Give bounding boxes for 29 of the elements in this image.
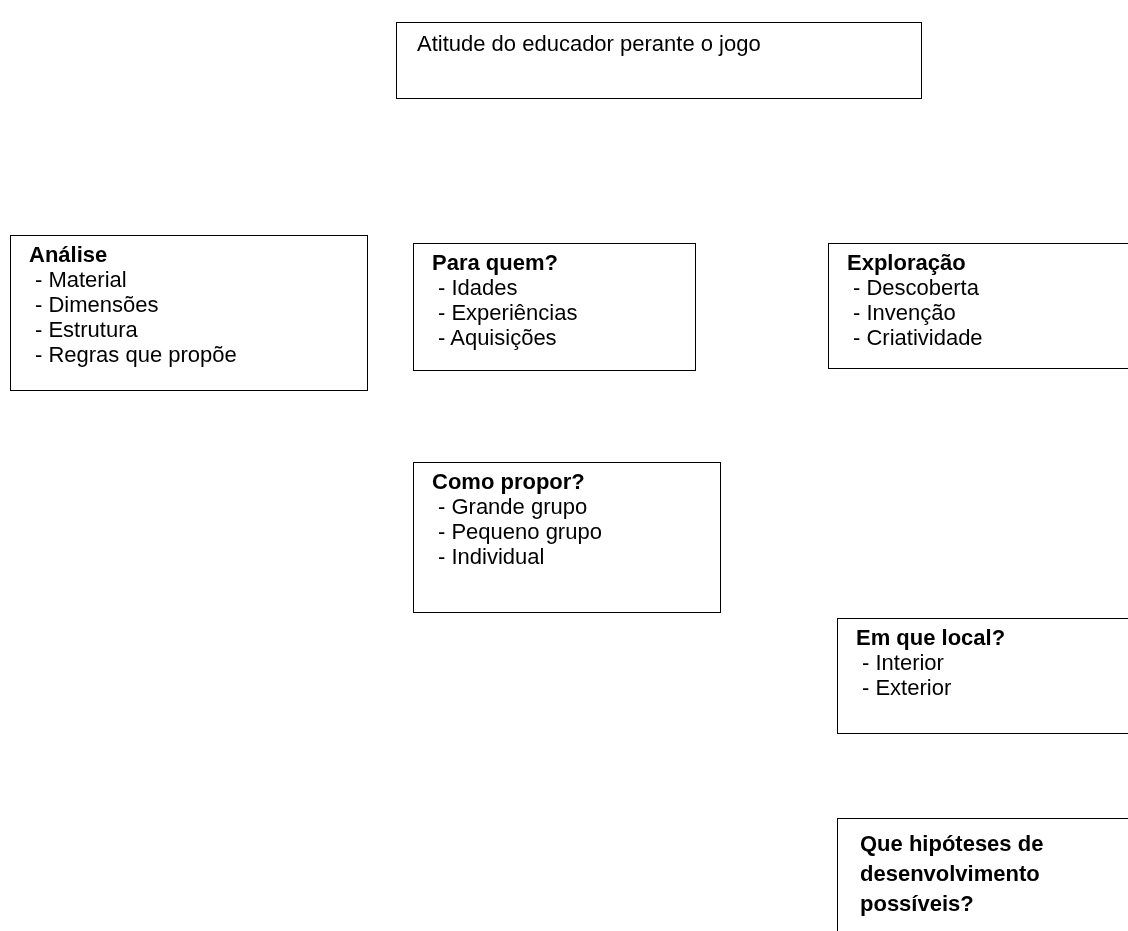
list-item: - Descoberta: [852, 275, 980, 300]
list-item: - Material: [34, 267, 128, 292]
list-item: - Idades: [437, 275, 519, 300]
box-heading: Como propor?: [432, 469, 586, 494]
list-item: - Invenção: [852, 300, 957, 325]
list-item: - Interior: [861, 650, 945, 675]
list-item: - Grande grupo: [437, 494, 589, 519]
text-box: [396, 22, 922, 99]
list-item: - Dimensões: [34, 292, 160, 317]
text-box: [828, 243, 1128, 369]
list-item: - Pequeno grupo: [437, 519, 603, 544]
list-item: - Experiências: [437, 300, 579, 325]
text-box: [837, 818, 1128, 931]
box-heading: Exploração: [847, 250, 967, 275]
text-box: [10, 235, 368, 391]
text-box: [837, 618, 1128, 734]
list-item: - Aquisições: [437, 325, 558, 350]
box-heading: Análise: [29, 242, 109, 267]
list-item: - Exterior: [861, 675, 953, 700]
box-heading: Em que local?: [856, 625, 1007, 650]
text-box: [413, 462, 721, 613]
list-item: - Regras que propõe: [34, 342, 238, 367]
list-item: - Estrutura: [34, 317, 139, 342]
text-box: [413, 243, 696, 371]
box-title: Atitude do educador perante o jogo: [417, 31, 762, 56]
box-heading: Para quem?: [432, 250, 559, 275]
list-item: - Criatividade: [852, 325, 984, 350]
list-item: - Individual: [437, 544, 546, 569]
box-heading: Que hipóteses de desenvolvimento possíveis?: [860, 830, 1045, 918]
